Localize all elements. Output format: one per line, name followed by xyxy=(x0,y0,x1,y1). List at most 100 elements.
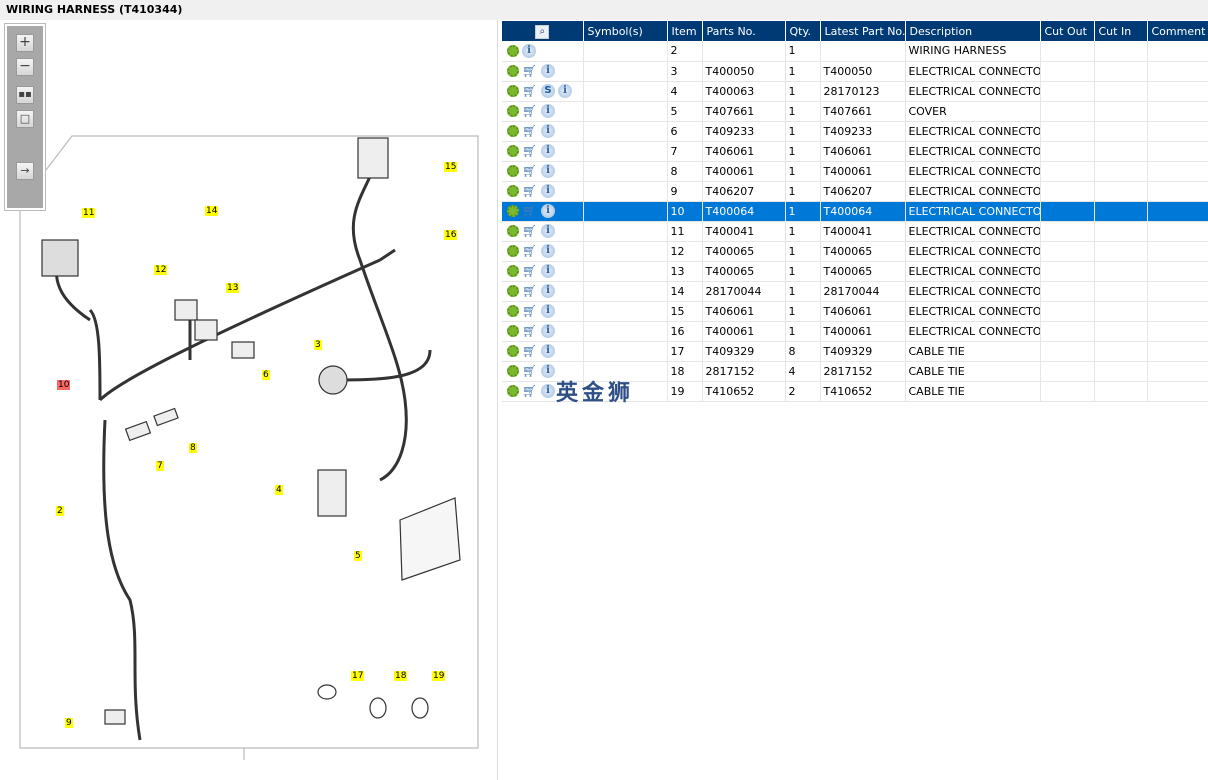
search-column-header[interactable]: ⌕ xyxy=(502,21,584,41)
comment-cell[interactable] xyxy=(1147,121,1208,142)
callout-18[interactable]: 18 xyxy=(394,671,408,681)
callout-15[interactable]: 15 xyxy=(444,162,458,172)
info-icon[interactable]: i xyxy=(541,284,555,298)
cart-icon[interactable]: 🛒︎ xyxy=(522,84,538,98)
gear-icon[interactable] xyxy=(507,345,519,357)
gear-icon[interactable] xyxy=(507,44,519,57)
comment-cell[interactable] xyxy=(1147,201,1208,222)
column-header[interactable]: Qty. xyxy=(785,21,821,41)
search-icon[interactable]: ⌕ xyxy=(535,24,550,39)
column-header[interactable]: Cut Out xyxy=(1040,21,1095,41)
info-icon[interactable]: i xyxy=(541,204,555,218)
gear-icon[interactable] xyxy=(507,305,519,317)
comment-cell[interactable] xyxy=(1147,61,1208,82)
comment-cell[interactable] xyxy=(1147,81,1208,102)
info-icon[interactable]: i xyxy=(541,124,555,138)
toggle-panel-button[interactable]: → xyxy=(16,162,34,180)
cart-icon[interactable]: 🛒︎ xyxy=(522,104,538,118)
cart-icon[interactable]: 🛒︎ xyxy=(522,144,538,158)
cart-icon[interactable]: 🛒︎ xyxy=(522,204,538,218)
info-icon[interactable]: i xyxy=(541,384,555,398)
zoom-in-button[interactable]: + xyxy=(16,34,34,52)
callout-6[interactable]: 6 xyxy=(262,370,270,380)
info-icon[interactable]: i xyxy=(541,344,555,358)
comment-cell[interactable] xyxy=(1147,341,1208,362)
gear-icon[interactable] xyxy=(507,225,519,237)
callout-8[interactable]: 8 xyxy=(189,443,197,453)
callout-10[interactable]: 10 xyxy=(57,380,71,390)
column-header[interactable]: Parts No. xyxy=(702,21,786,41)
gear-icon[interactable] xyxy=(507,65,519,77)
info-icon[interactable]: i xyxy=(558,84,572,98)
gear-icon[interactable] xyxy=(507,165,519,177)
comment-cell[interactable] xyxy=(1147,241,1208,262)
column-header[interactable]: Cut In xyxy=(1094,21,1148,41)
fit-all-button[interactable]: ▪▪ xyxy=(16,86,34,104)
comment-cell[interactable] xyxy=(1147,381,1208,402)
cart-icon[interactable]: 🛒︎ xyxy=(522,364,538,378)
comment-cell[interactable] xyxy=(1147,281,1208,302)
callout-19[interactable]: 19 xyxy=(432,671,446,681)
column-header[interactable]: Symbol(s) xyxy=(583,21,668,41)
comment-cell[interactable] xyxy=(1147,101,1208,122)
actual-size-button[interactable]: □ xyxy=(16,110,34,128)
info-icon[interactable]: i xyxy=(541,264,555,278)
comment-cell[interactable] xyxy=(1147,141,1208,162)
column-header[interactable]: Description xyxy=(905,21,1041,41)
gear-icon[interactable] xyxy=(507,205,519,217)
comment-cell[interactable] xyxy=(1147,161,1208,182)
callout-16[interactable]: 16 xyxy=(444,230,458,240)
info-icon[interactable]: i xyxy=(541,184,555,198)
gear-icon[interactable] xyxy=(507,325,519,337)
cart-icon[interactable]: 🛒︎ xyxy=(522,284,538,298)
cart-icon[interactable]: 🛒︎ xyxy=(522,384,538,398)
info-icon[interactable]: i xyxy=(541,304,555,318)
callout-9[interactable]: 9 xyxy=(65,718,73,728)
comment-cell[interactable] xyxy=(1147,261,1208,282)
zoom-out-button[interactable]: − xyxy=(16,58,34,76)
cart-icon[interactable]: 🛒︎ xyxy=(522,64,538,78)
cart-icon[interactable]: 🛒︎ xyxy=(522,184,538,198)
info-icon[interactable]: i xyxy=(541,104,555,118)
supersession-icon[interactable]: S xyxy=(541,84,555,98)
cart-icon[interactable]: 🛒︎ xyxy=(522,304,538,318)
column-header[interactable]: Item xyxy=(667,21,703,41)
comment-cell[interactable] xyxy=(1147,321,1208,342)
info-icon[interactable]: i xyxy=(541,224,555,238)
comment-cell[interactable] xyxy=(1147,301,1208,322)
comment-cell[interactable] xyxy=(1147,41,1208,62)
comment-cell[interactable] xyxy=(1147,361,1208,382)
gear-icon[interactable] xyxy=(507,285,519,297)
cart-icon[interactable]: 🛒︎ xyxy=(522,344,538,358)
cart-icon[interactable]: 🛒︎ xyxy=(522,264,538,278)
gear-icon[interactable] xyxy=(507,365,519,377)
callout-5[interactable]: 5 xyxy=(354,551,362,561)
comment-cell[interactable] xyxy=(1147,221,1208,242)
callout-12[interactable]: 12 xyxy=(154,265,168,275)
gear-icon[interactable] xyxy=(507,85,519,97)
info-icon[interactable]: i xyxy=(541,324,555,338)
cart-icon[interactable]: 🛒︎ xyxy=(522,164,538,178)
gear-icon[interactable] xyxy=(507,145,519,157)
column-header[interactable]: Comment xyxy=(1147,21,1208,41)
info-icon[interactable]: i xyxy=(522,43,536,58)
gear-icon[interactable] xyxy=(507,185,519,197)
cart-icon[interactable]: 🛒︎ xyxy=(522,244,538,258)
callout-14[interactable]: 14 xyxy=(205,206,219,216)
gear-icon[interactable] xyxy=(507,105,519,117)
gear-icon[interactable] xyxy=(507,125,519,137)
